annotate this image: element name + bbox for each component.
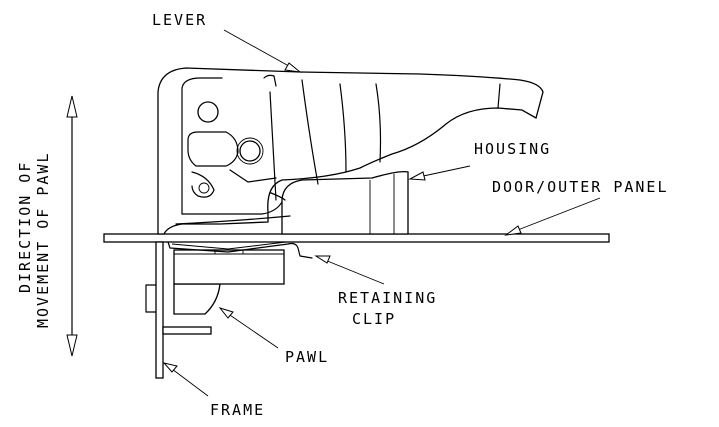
housing-label: HOUSING bbox=[474, 140, 551, 158]
pawl-block bbox=[173, 249, 285, 285]
direction-label-line2: MOVEMENT OF PAWL bbox=[34, 152, 52, 329]
clip-arrow bbox=[314, 255, 331, 264]
retaining-clip-label-line1: RETAINING bbox=[338, 289, 437, 307]
lever-label: LEVER bbox=[152, 11, 207, 29]
housing-arrow bbox=[408, 171, 426, 181]
door-outer-panel-label: DOOR/OUTER PANEL bbox=[492, 178, 669, 196]
retaining-clip bbox=[167, 241, 313, 259]
pivot-hole-upper bbox=[197, 101, 219, 123]
door-outer-panel bbox=[103, 233, 610, 243]
pawl-label: PAWL bbox=[285, 348, 329, 366]
frame-label: FRAME bbox=[210, 401, 265, 419]
retaining-clip-label-line2: CLIP bbox=[352, 310, 396, 328]
panel-arrow bbox=[504, 225, 522, 236]
direction-arrow bbox=[66, 95, 78, 357]
lever bbox=[157, 67, 544, 235]
pawl-arrow bbox=[218, 307, 234, 319]
frame bbox=[155, 241, 164, 379]
pawl bbox=[173, 283, 221, 315]
pivot-hole-lower bbox=[239, 140, 261, 162]
lever-arrow bbox=[284, 62, 302, 73]
direction-label-line1: DIRECTION OF bbox=[16, 161, 34, 293]
frame-arrow bbox=[162, 362, 178, 373]
housing bbox=[281, 170, 409, 235]
